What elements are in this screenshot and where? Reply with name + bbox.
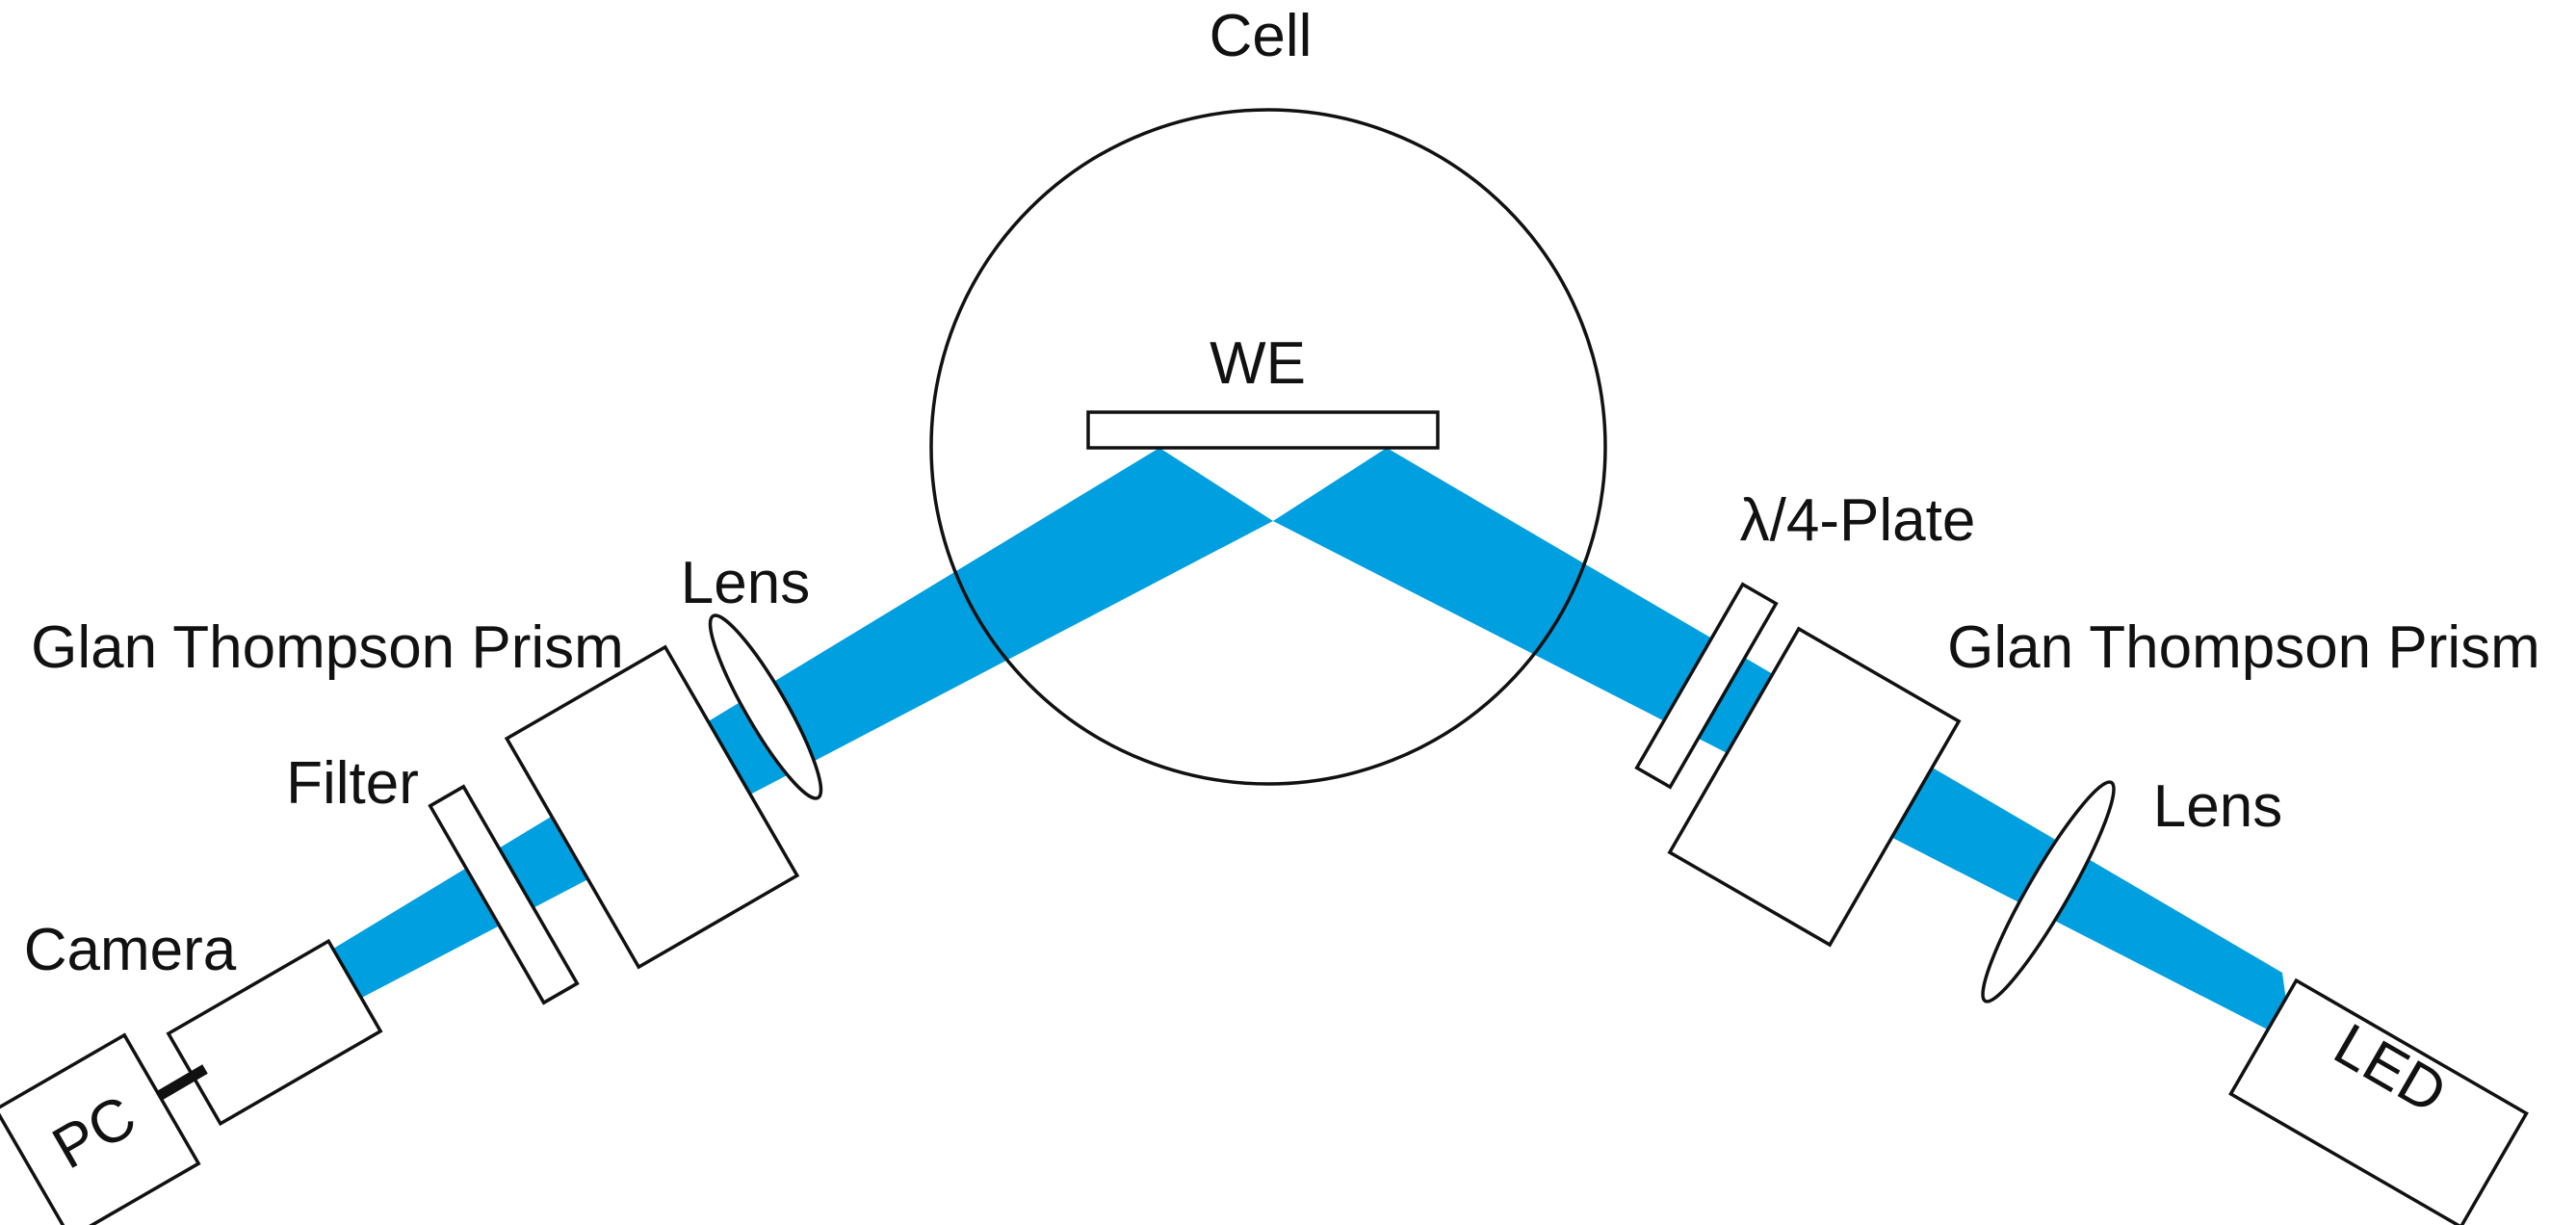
lens-left <box>708 613 823 800</box>
working-electrode <box>1086 410 1440 450</box>
prism-left-label: Glan Thompson Prism <box>31 614 624 681</box>
filter-label: Filter <box>286 750 419 817</box>
lens-left-label: Lens <box>681 550 810 616</box>
prism-left <box>504 644 800 970</box>
pc-box <box>0 1032 201 1225</box>
cell-circle <box>929 108 1607 786</box>
led-box <box>2228 977 2529 1225</box>
lens-right <box>1981 780 2116 1003</box>
filter-plate <box>428 784 580 1005</box>
lambda-quarter-plate <box>1634 582 1779 790</box>
prism-right-label: Glan Thompson Prism <box>1947 614 2540 681</box>
lambda-plate-label: λ/4-Plate <box>1740 487 1976 554</box>
prism-right <box>1667 626 1962 948</box>
we-label: WE <box>1210 330 1306 397</box>
lens-right-label: Lens <box>2153 773 2282 840</box>
cell-label: Cell <box>1210 3 1313 69</box>
camera-label: Camera <box>24 917 237 983</box>
